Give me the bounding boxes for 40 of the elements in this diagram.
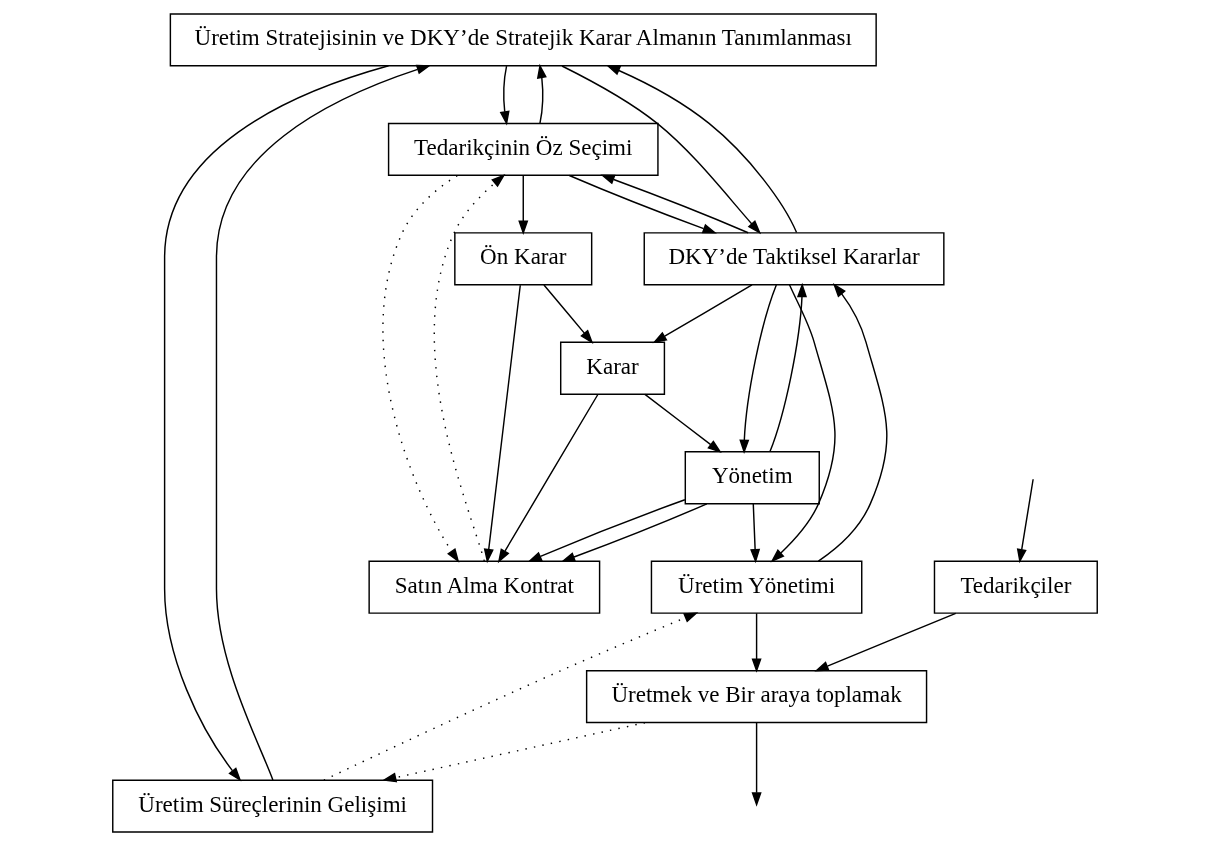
arrow: [750, 503, 761, 564]
arrow: [739, 284, 778, 454]
arrow: [536, 63, 547, 125]
node-box: Üretim Süreçlerinin Gelişimi: [112, 779, 434, 833]
arrow: [483, 284, 521, 564]
arrow: [497, 393, 599, 564]
node-box: Üretmek ve Bir araya toplamak: [585, 670, 928, 724]
node-box: Üretim Stratejisinin ve DKY’de Stratejik Karar Almanın Tanımlanması: [169, 13, 877, 67]
arrow: [600, 174, 749, 234]
node-box: Ön Karar: [454, 232, 593, 286]
arrow: [817, 283, 888, 562]
arrow: [215, 64, 431, 781]
arrow: [323, 612, 699, 781]
arrow: [560, 503, 708, 562]
arrow: [499, 65, 510, 126]
node-box: Yönetim: [684, 451, 820, 505]
arrow: [561, 65, 762, 235]
arrow: [751, 722, 762, 807]
arrow: [527, 499, 686, 563]
arrow: [644, 393, 722, 454]
node-box: Karar: [560, 341, 666, 395]
arrow: [382, 721, 646, 783]
node-box: Satın Alma Kontrat: [368, 560, 601, 614]
node-box: DKY’de Taktiksel Kararlar: [643, 232, 945, 286]
arrow: [382, 174, 460, 563]
arrow: [652, 284, 753, 344]
node-box: Tedarikçiler: [933, 560, 1098, 614]
arrow: [751, 612, 762, 673]
arrow: [814, 612, 957, 672]
arrow: [1016, 478, 1034, 564]
arrow: [769, 282, 808, 453]
arrow: [518, 174, 529, 235]
arrow: [163, 65, 390, 782]
node-box: Tedarikçinin Öz Seçimi: [387, 122, 659, 176]
arrow: [605, 64, 798, 234]
arrow: [568, 174, 717, 234]
node-box: Üretim Yönetimi: [650, 560, 863, 614]
arrow: [433, 174, 506, 562]
arrow: [543, 284, 594, 344]
arrow: [770, 284, 836, 563]
